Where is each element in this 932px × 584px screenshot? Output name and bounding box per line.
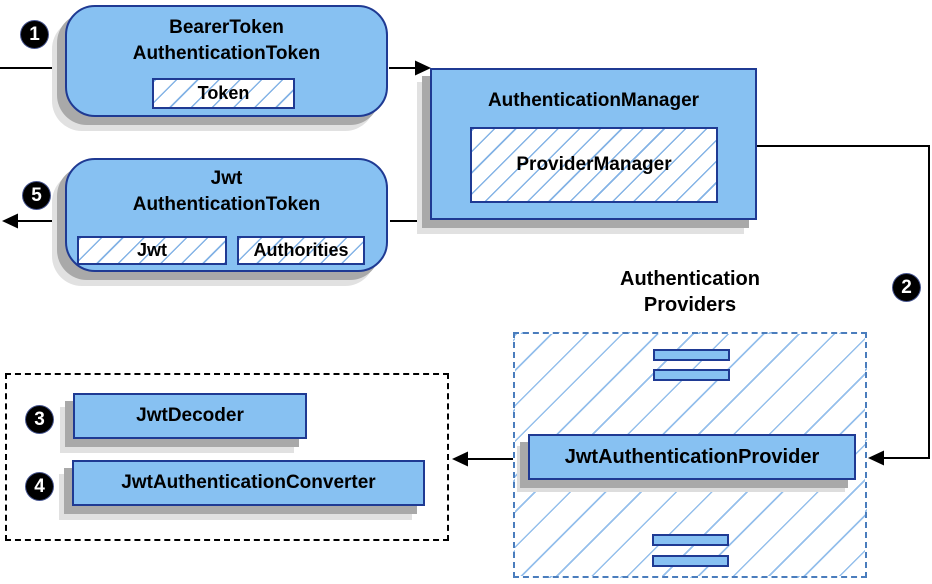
step-4-badge: 4 [26, 473, 53, 500]
jwt-decoder-label: JwtDecoder [136, 405, 244, 426]
authentication-providers-heading-line2: Providers [643, 294, 737, 316]
jwt-authentication-converter-node: JwtAuthenticationConverter [72, 460, 425, 506]
jwt-token-title-line2: AuthenticationToken [132, 194, 321, 215]
jwt-authentication-provider-label: JwtAuthenticationProvider [564, 445, 820, 468]
step-5-badge: 5 [23, 182, 50, 209]
step-3-badge: 3 [26, 406, 53, 433]
jwt-authentication-provider-node: JwtAuthenticationProvider [528, 434, 856, 480]
authorities-inner-box: Authorities [237, 236, 365, 265]
bearer-token-title: BearerToken AuthenticationToken [67, 7, 386, 67]
provider-list-bar-icon [653, 349, 730, 361]
authentication-providers-heading-line1: Authentication [620, 268, 760, 290]
provider-list-bar-icon [652, 555, 729, 567]
authentication-providers-heading: Authentication Providers [555, 266, 825, 318]
arrow-jwt-token-out-head [2, 213, 18, 229]
jwt-label: Jwt [136, 240, 167, 260]
authentication-manager-title: AuthenticationManager [487, 90, 700, 111]
provider-list-bar-icon [653, 369, 730, 381]
step-2-badge: 2 [893, 274, 920, 301]
token-inner-box: Token [152, 78, 295, 109]
bearer-token-title-line2: AuthenticationToken [132, 43, 321, 64]
authentication-manager-node: AuthenticationManager ProviderManager [430, 68, 757, 220]
jwt-token-title-line1: Jwt [210, 168, 243, 189]
jwt-decoder-node: JwtDecoder [73, 393, 307, 439]
jwt-inner-box: Jwt [77, 236, 227, 265]
arrow-provider-to-helpers-head [452, 451, 468, 467]
jwt-authentication-token-node: Jwt AuthenticationToken Jwt Authorities [65, 158, 388, 272]
token-label: Token [197, 83, 250, 103]
bearer-token-authentication-token-node: BearerToken AuthenticationToken Token [65, 5, 388, 117]
authorities-label: Authorities [253, 240, 349, 260]
arrow-manager-to-provider-head [868, 450, 884, 466]
provider-list-bar-icon [652, 534, 729, 546]
step-1-badge: 1 [21, 21, 48, 48]
arrow-bearer-to-manager-head [415, 60, 431, 76]
provider-manager-label: ProviderManager [516, 154, 672, 175]
provider-manager-inner-box: ProviderManager [470, 127, 718, 203]
bearer-token-title-line1: BearerToken [169, 17, 284, 38]
jwt-authentication-converter-label: JwtAuthenticationConverter [121, 472, 376, 493]
jwt-token-title: Jwt AuthenticationToken [67, 160, 386, 218]
jwt-helpers-container [5, 373, 449, 541]
